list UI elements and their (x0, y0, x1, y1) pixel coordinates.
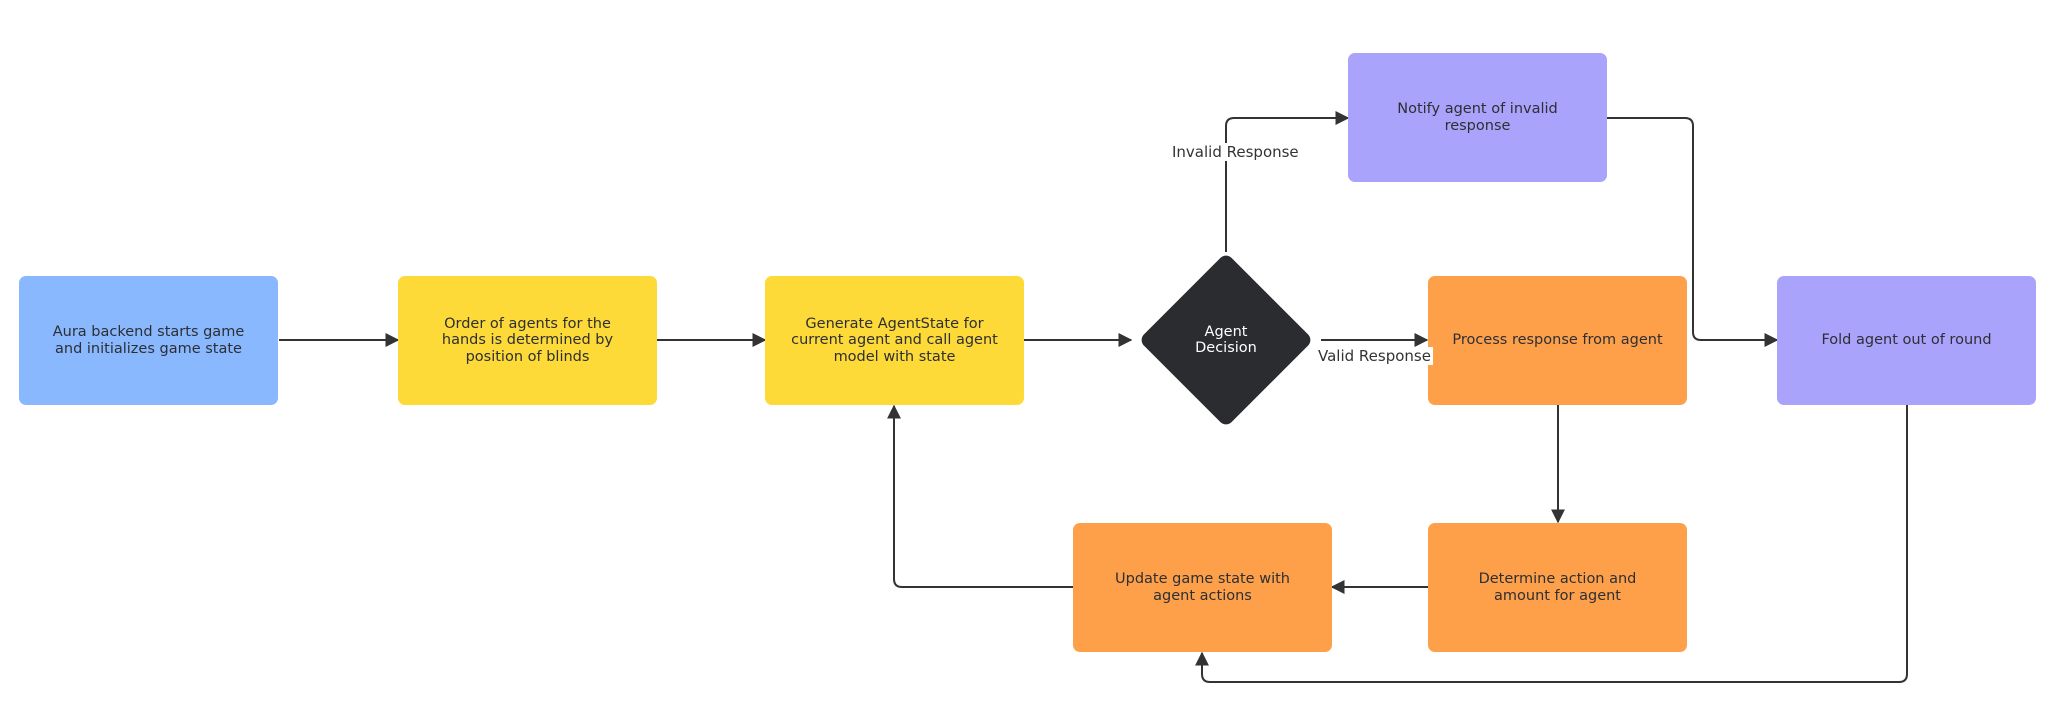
node-start-label: Aura backend starts game and initializes… (52, 324, 245, 357)
node-determine-label: Determine action and amount for agent (1478, 571, 1637, 604)
node-process-label: Process response from agent (1452, 332, 1663, 349)
node-fold: Fold agent out of round (1777, 276, 2036, 405)
valid-response-label: Valid Response (1316, 347, 1433, 365)
node-update-label: Update game state with agent actions (1115, 571, 1290, 604)
node-notify-label: Notify agent of invalid response (1397, 101, 1558, 134)
node-notify: Notify agent of invalid response (1348, 53, 1607, 182)
edge-fold-to-update (1195, 405, 1908, 683)
node-order: Order of agents for the hands is determi… (398, 276, 657, 405)
node-generate-label: Generate AgentState for current agent an… (791, 316, 998, 365)
decision-text: Agent Decision (1195, 323, 1257, 356)
node-decision-label: Agent Decision (1176, 310, 1276, 370)
edge-update-to-generate (887, 404, 1073, 588)
invalid-response-label: Invalid Response (1170, 143, 1301, 161)
node-update: Update game state with agent actions (1073, 523, 1332, 652)
node-order-label: Order of agents for the hands is determi… (441, 316, 614, 365)
node-generate: Generate AgentState for current agent an… (765, 276, 1024, 405)
node-process: Process response from agent (1428, 276, 1687, 405)
edge-decision-to-notify (1225, 111, 1350, 252)
node-fold-label: Fold agent out of round (1821, 332, 1992, 349)
node-start: Aura backend starts game and initializes… (19, 276, 278, 405)
edge-notify-to-fold (1607, 117, 1779, 347)
node-determine: Determine action and amount for agent (1428, 523, 1687, 652)
